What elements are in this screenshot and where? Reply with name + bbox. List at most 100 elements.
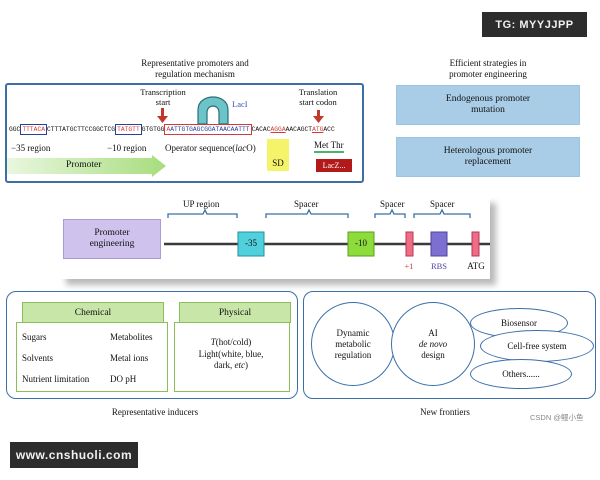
lacz-box: LacZ...: [316, 159, 352, 172]
seq-part-2: CTTTATGCTTCCGGCTCG: [47, 126, 116, 133]
frontiers-caption: New frontiers: [420, 407, 470, 417]
inducers-caption: Representative inducers: [111, 407, 199, 417]
chemical-header: Chemical: [22, 302, 164, 323]
laci-label: LacI: [232, 99, 248, 109]
seq-part-3: GTGTGG: [141, 126, 165, 133]
chemical-item-do-ph: DO pH: [110, 374, 137, 384]
chemical-item-solvents: Solvents: [22, 353, 54, 363]
minus35-sequence-box: TTTACA: [20, 124, 48, 135]
top-left-title-line1: Representative promoters and: [141, 58, 249, 68]
ai-line1: AI: [428, 327, 438, 338]
rbs-label: RBS: [430, 261, 448, 271]
heterologous-line2: replacement: [464, 157, 512, 167]
endogenous-mutation-box: Endogenous promoter mutation: [396, 85, 580, 125]
spacer2-brace: [374, 208, 406, 218]
rbs-element: [430, 231, 448, 257]
spacer1-label: Spacer: [294, 199, 319, 209]
dynamic-line3: regulation: [334, 349, 372, 360]
engineering-line1: Promoter: [94, 228, 130, 238]
top-left-title: Representative promoters and regulation …: [95, 58, 295, 80]
chemical-body: [16, 322, 168, 392]
physical-light-line1: Light(white, blue,: [198, 348, 264, 359]
minus35-element: [237, 231, 265, 257]
promoter-engineering-diagram: [164, 208, 490, 257]
atg-element: [471, 231, 480, 257]
physical-light-etc: etc: [234, 360, 246, 370]
physical-light-dark: dark,: [214, 360, 235, 370]
sd-label: SD: [272, 158, 284, 168]
minus10-sequence: TATGTT: [117, 126, 140, 133]
transcription-start-base: A: [166, 126, 171, 133]
start-codon-sequence: ATG: [312, 126, 324, 133]
ai-line2: de novo: [419, 339, 447, 350]
strategies-title-line1: Efficient strategies in: [449, 58, 527, 68]
physical-items: T(hot/cold) Light(white, blue, dark, etc…: [176, 337, 286, 372]
top-right-watermark: TG: MYYJJPP: [482, 12, 587, 37]
minus35-label: -35: [245, 238, 257, 248]
promoter-arrow: [7, 155, 166, 177]
dynamic-regulation-ellipse: Dynamic metabolic regulation: [311, 302, 395, 386]
chemical-item-metal-ions: Metal ions: [110, 353, 149, 363]
transcription-start-line2: start: [155, 97, 171, 107]
ai-line3: design: [421, 349, 445, 360]
minus10-sequence-box: TATGTT: [115, 124, 142, 135]
ai-denovo: de novo: [418, 338, 448, 349]
bottom-left-watermark: www.cnshuoli.com: [10, 442, 138, 468]
ai-design-ellipse: AI de novo design: [391, 302, 475, 386]
translation-start-line1: Translation: [298, 87, 338, 97]
seq-part-6: ACC: [323, 126, 335, 133]
seq-part-4: CACAC: [251, 126, 271, 133]
minus10-region-label: −10 region: [107, 143, 147, 153]
physical-body: [174, 322, 290, 392]
csdn-watermark: CSDN @鳗小鱼: [530, 413, 584, 422]
promoter-label: Promoter: [66, 160, 102, 170]
heterologous-line1: Heterologous promoter: [443, 146, 533, 156]
minus35-region-label: −35 region: [11, 143, 51, 153]
physical-light-close: ): [245, 360, 248, 370]
cellfree-ellipse: Cell-free system: [480, 330, 594, 362]
seq-part-1: GGC: [9, 126, 21, 133]
spacer3-label: Spacer: [430, 199, 455, 209]
seq-part-5: AACAGCT: [285, 126, 313, 133]
spacer2-label: Spacer: [380, 199, 405, 209]
plus1-element: [405, 231, 414, 257]
transcription-start-label: Transcription start: [128, 87, 198, 107]
transcription-start-line1: Transcription: [140, 87, 186, 97]
translation-start-arrow: [313, 110, 324, 123]
minus35-sequence: TTTACA: [22, 126, 46, 133]
physical-header: Physical: [179, 302, 291, 323]
met-thr-label: Met Thr: [314, 140, 344, 153]
endogenous-line2: mutation: [471, 105, 505, 115]
strategies-title-line2: promoter engineering: [449, 69, 527, 79]
engineering-line2: engineering: [89, 239, 135, 249]
operator-label-end: O): [246, 143, 256, 153]
physical-light-line2: dark, etc): [176, 360, 286, 372]
physical-temperature: T(hot/cold): [176, 337, 286, 349]
atg-label: ATG: [467, 261, 485, 271]
chemical-item-nutrient-limitation: Nutrient limitation: [22, 374, 90, 384]
translation-start-label: Translation start codon: [287, 87, 349, 107]
heterologous-replacement-box: Heterologous promoter replacement: [396, 137, 580, 177]
physical-temperature-symbol: T: [210, 337, 216, 347]
plus1-label: +1: [404, 261, 414, 271]
physical-temperature-text: (hot/cold): [215, 337, 252, 347]
translation-start-line2: start codon: [299, 97, 337, 107]
dynamic-line1: Dynamic: [336, 327, 370, 338]
up-region-label: UP region: [183, 199, 220, 209]
dynamic-line2: metabolic: [335, 338, 371, 349]
operator-sequence-box: AATTGTGAGCGGATAACAATTT: [164, 124, 252, 135]
minus10-label: -10: [355, 238, 367, 248]
chemical-item-sugars: Sugars: [22, 332, 47, 342]
transcription-start-arrow: [157, 108, 168, 123]
strategies-title: Efficient strategies in promoter enginee…: [418, 58, 558, 80]
spacer1-brace: [265, 208, 349, 218]
up-region-brace: [167, 208, 238, 218]
sd-sequence: AGGA: [270, 126, 286, 133]
operator-sequence: ATTGTGAGCGGATAACAATTT: [170, 126, 250, 133]
operator-label-text: Operator sequence(: [165, 143, 236, 153]
operator-label: Operator sequence(lacO): [165, 143, 256, 153]
others-ellipse: Others......: [470, 359, 572, 389]
chemical-item-metabolites: Metabolites: [110, 332, 153, 342]
laci-repressor-icon: [197, 96, 229, 125]
promoter-engineering-box: Promoter engineering: [63, 219, 161, 259]
